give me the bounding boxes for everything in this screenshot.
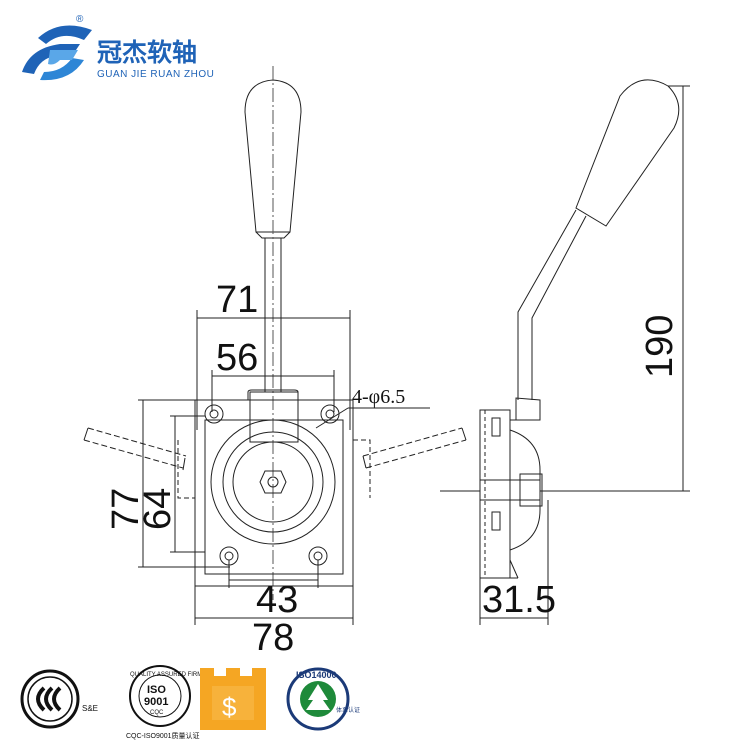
center-nut (259, 470, 287, 494)
iso9001-cqc: CQC (150, 710, 164, 716)
housing-circle-outer (210, 419, 336, 545)
dim-56: 56 (216, 337, 258, 379)
brand-name-en: GUAN JIE RUAN ZHOU (97, 69, 214, 80)
dim-71: 71 (216, 279, 258, 321)
iso9001-caption: CQC-ISO9001质量认证 (126, 731, 200, 740)
iso14000-side-text: 体系认证 (336, 706, 360, 714)
side-lever-rod (517, 209, 587, 400)
iso9001-ring-text: QUALITY ASSURED FIRM (130, 672, 202, 678)
dim-77: 77 (105, 488, 147, 530)
registered-mark: ® (76, 14, 84, 25)
brand-name-cn: 冠杰软轴 (97, 38, 197, 67)
side-body (440, 397, 543, 579)
iso9001-badge: QUALITY ASSURED FIRM ISO 9001 CQC CQC-IS… (126, 665, 202, 740)
dim-64: 64 (137, 488, 179, 530)
side-view (440, 79, 690, 625)
iso14000-ring-text: ISO14000 (296, 670, 337, 680)
dim-78: 78 (252, 617, 294, 659)
dollar-icon: $ (222, 692, 237, 722)
side-handle-knob (575, 79, 680, 227)
base-plate-outer (194, 399, 354, 587)
mounting-holes (204, 404, 340, 566)
iso9001-number: 9001 (144, 696, 168, 708)
ccc-badge: S&E (20, 669, 98, 729)
dim-43: 43 (256, 579, 298, 621)
dim-31-5: 31.5 (482, 579, 556, 621)
brand-logo: ® 冠杰软轴 GUAN JIE RUAN ZHOU (22, 14, 214, 81)
iso14000-badge: ISO14000 体系认证 (286, 667, 360, 731)
front-view (83, 66, 467, 625)
gj-logo-icon (22, 25, 92, 81)
ccc-se-label: S&E (82, 704, 98, 713)
iso9001-label: ISO (147, 684, 166, 696)
gold-certificate-badge: $ (200, 668, 266, 730)
cable-arms (83, 427, 467, 469)
hole-spec: 4-φ6.5 (352, 386, 405, 408)
tree-icon (306, 684, 330, 710)
handle-knob (244, 79, 302, 233)
housing-circle-inner (232, 441, 314, 523)
dim-190: 190 (639, 315, 681, 378)
